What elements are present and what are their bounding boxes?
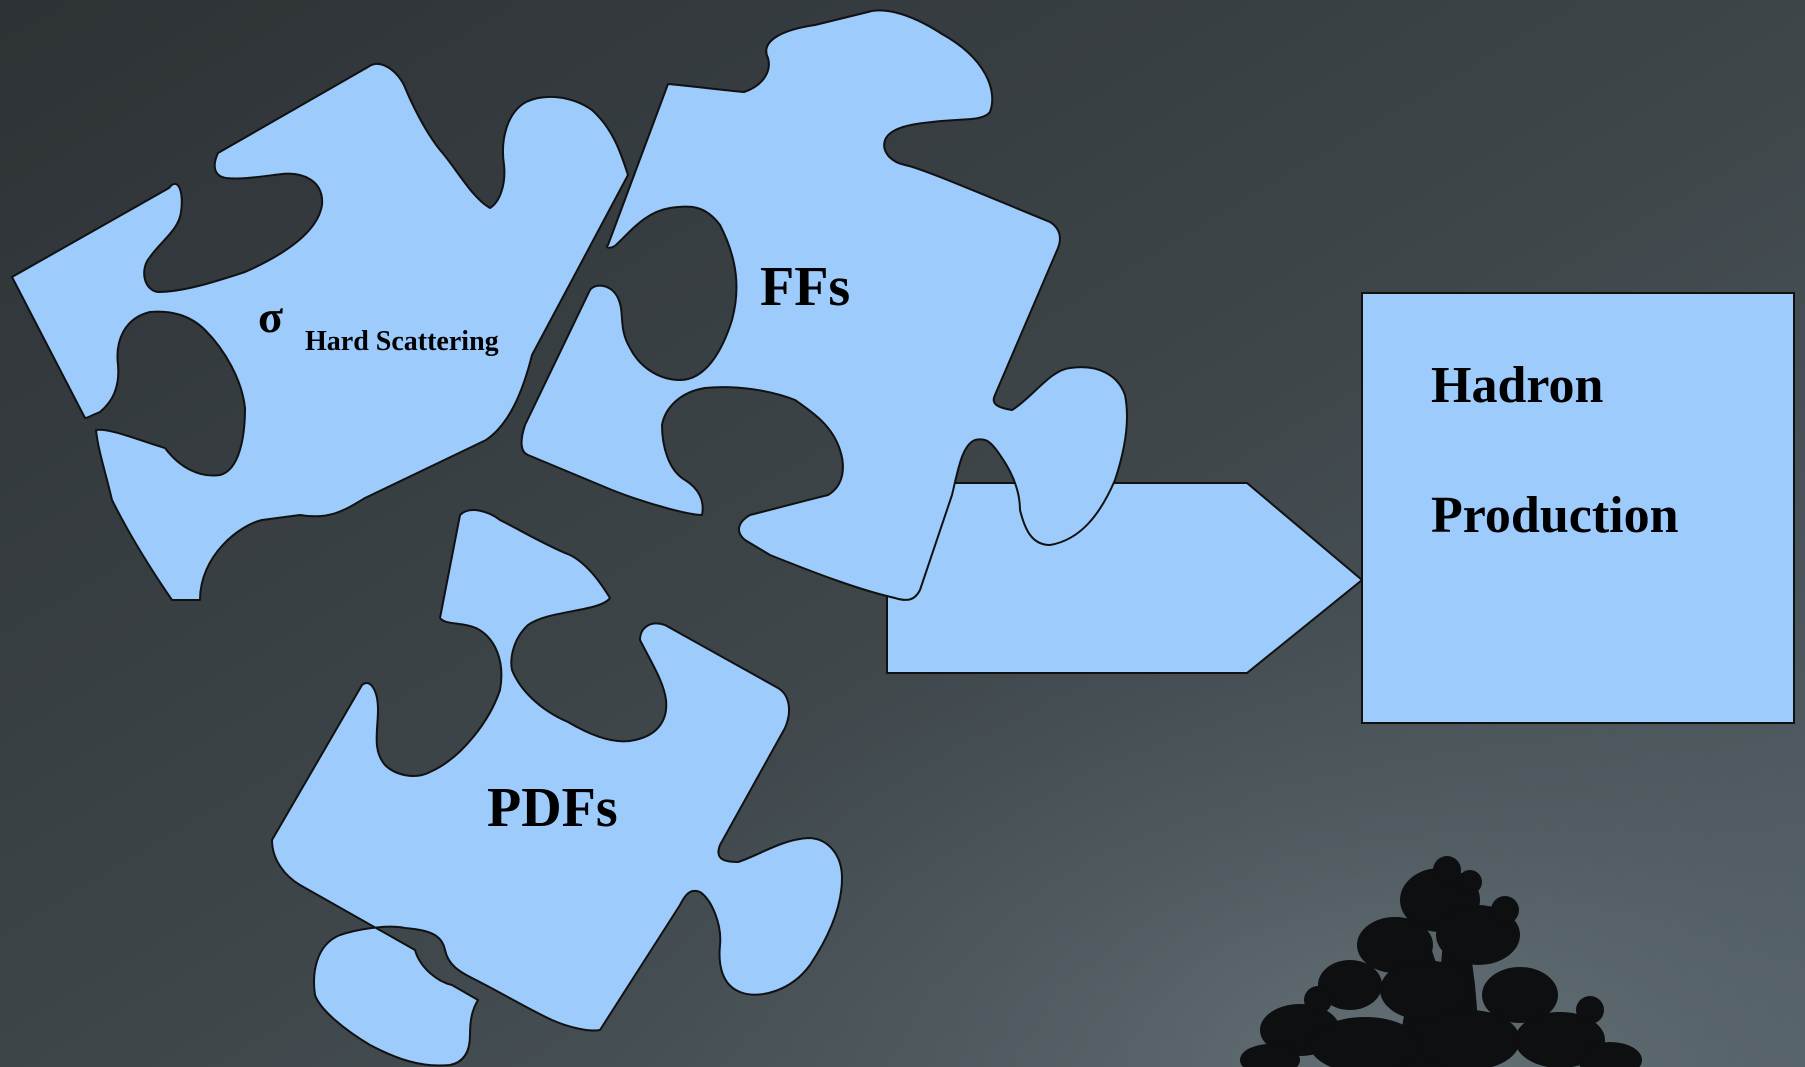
- ffs-label: FFs: [760, 256, 850, 318]
- tree-silhouette: [1240, 856, 1642, 1067]
- hadron-label: Hadron: [1431, 357, 1604, 414]
- hard-scattering-puzzle-piece: [11, 62, 629, 601]
- hard-scattering-label: Hard Scattering: [305, 326, 499, 357]
- pdfs-label: PDFs: [487, 777, 618, 839]
- ffs-puzzle-piece: [520, 9, 1128, 601]
- sigma-symbol: σ: [258, 291, 283, 342]
- hadron-production-box: [1361, 292, 1795, 724]
- arrow-connector: [886, 482, 1363, 674]
- production-label: Production: [1431, 487, 1679, 544]
- pdfs-puzzle-piece: [271, 509, 843, 1067]
